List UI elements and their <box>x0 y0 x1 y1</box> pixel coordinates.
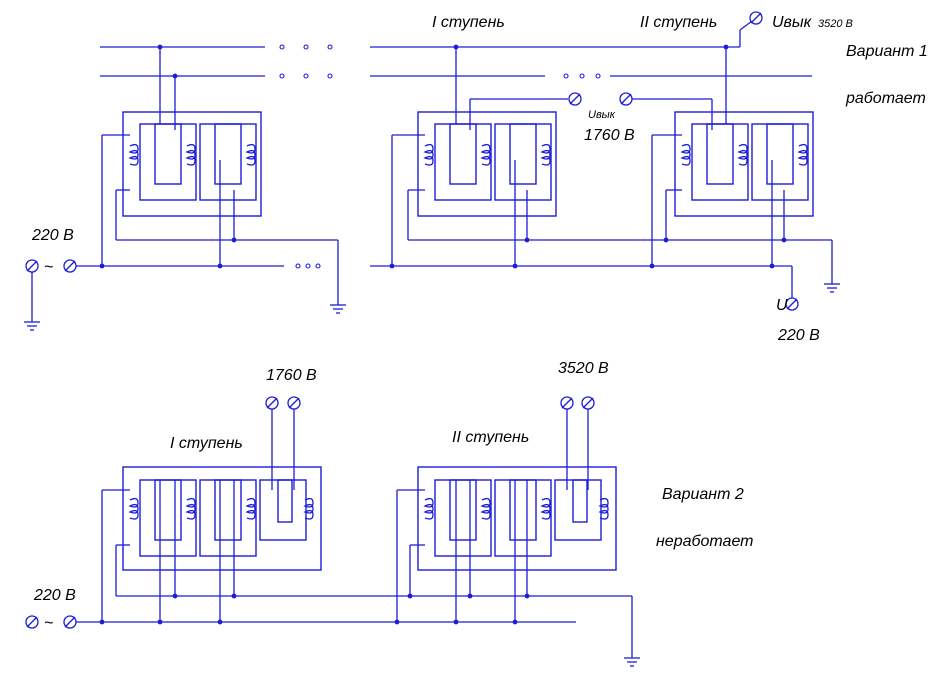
v2-tilde: ~ <box>44 615 53 632</box>
ground-icon <box>624 657 640 667</box>
v1-output-voltage-bottom: 220 В <box>777 327 820 344</box>
transformer-v1-stage-2 <box>632 44 814 217</box>
v1-input-terminals <box>24 259 77 331</box>
v1-u-out-value: 3520 В <box>818 18 853 30</box>
v2-out2-voltage: 3520 В <box>558 360 609 377</box>
v1-tilde: ~ <box>44 259 53 276</box>
v2-variant-label: Вариант 2 <box>662 486 744 503</box>
v1-input-voltage: 220 В <box>31 227 74 244</box>
v2-status-label: неработает <box>656 533 754 550</box>
v1-variant-label: Вариант 1 <box>846 43 928 60</box>
v1-u-mid-value: 1760 В <box>584 127 635 144</box>
v1-u-mid-label: Uвык <box>588 109 616 121</box>
v2-output-terminals <box>265 396 595 410</box>
transformer-v1-t1 <box>122 44 262 217</box>
v2-stage-1-label: I ступень <box>170 435 243 452</box>
v1-mid-terminals <box>568 92 633 106</box>
transformer-v2-stage-2 <box>417 409 617 571</box>
v2-input-terminals <box>25 615 77 629</box>
transformer-v2-stage-1 <box>122 409 322 571</box>
v1-stage-2-label: II ступень <box>640 14 717 31</box>
transformer-v1-stage-1 <box>417 44 568 217</box>
variant-2-circuit: 1760 В 3520 В I ступень II ступень Вариа… <box>25 360 754 667</box>
v2-input-voltage: 220 В <box>33 587 76 604</box>
variant-1-circuit: I ступень II ступень Uвык 3520 В Вариант… <box>24 11 928 344</box>
v2-stage-2-label: II ступень <box>452 429 529 446</box>
ground-icon <box>24 321 40 331</box>
ground-icon <box>330 304 346 314</box>
v1-stage-1-label: I ступень <box>432 14 505 31</box>
v1-u-label: U <box>776 297 788 314</box>
v1-left-wiring <box>76 134 339 305</box>
v1-status-label: работает <box>845 90 926 107</box>
v1-right-wiring <box>370 134 833 311</box>
v1-u-out-label: Uвык <box>772 14 813 31</box>
v2-out1-voltage: 1760 В <box>266 367 317 384</box>
top-bus-lines <box>100 17 812 79</box>
v2-wiring <box>76 480 633 658</box>
ground-icon <box>824 283 840 293</box>
